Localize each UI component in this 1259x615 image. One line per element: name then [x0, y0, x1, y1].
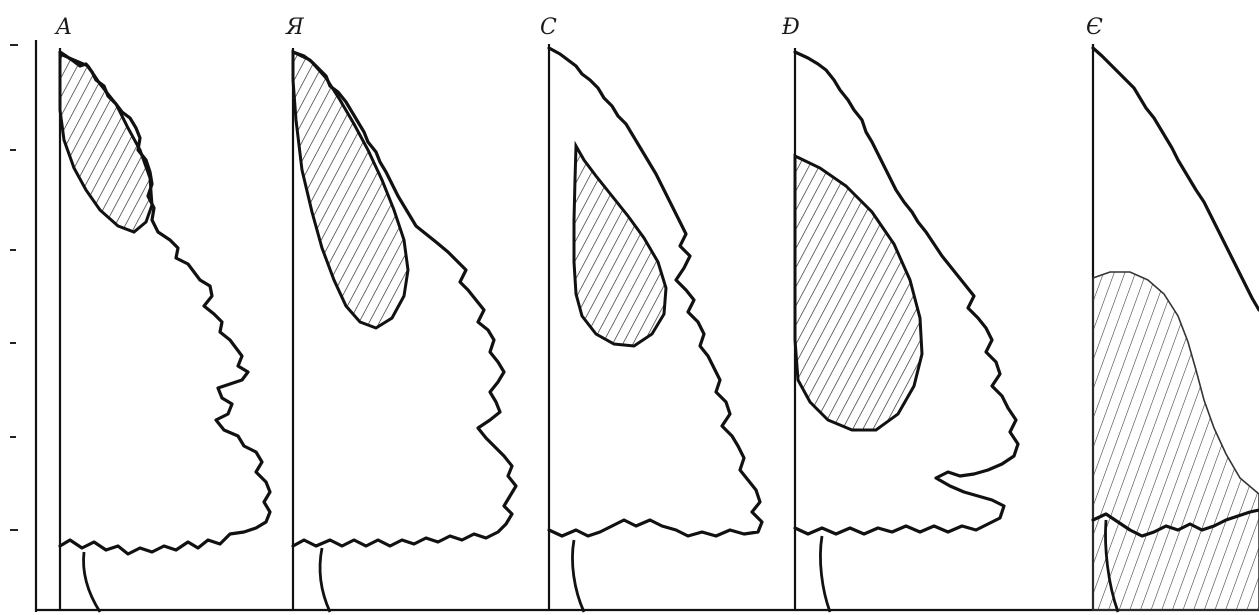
panel-c-shaded-region	[574, 146, 666, 346]
panel-e-outline	[1093, 48, 1259, 310]
panel-b-shaded-region	[293, 52, 408, 328]
panel-c: C	[540, 15, 762, 612]
panel-c-lower-curve	[572, 540, 584, 612]
panel-d-lower-curve	[820, 536, 830, 612]
scale-axis	[10, 40, 36, 612]
panel-label-e: Є	[1086, 15, 1103, 40]
panel-d-shaded-region	[795, 156, 922, 430]
panel-e: Є	[1086, 15, 1259, 612]
panel-label-b: Я	[285, 15, 305, 40]
panel-label-d: Ɖ	[781, 15, 800, 40]
panel-a: A	[54, 15, 270, 612]
panel-label-a: A	[54, 15, 72, 40]
panel-a-lower-curve	[84, 552, 100, 612]
panel-e-shaded-region	[1093, 272, 1259, 610]
panel-d: Ɖ	[781, 15, 1018, 612]
panel-b: Я	[285, 15, 516, 612]
panel-b-lower-curve	[320, 548, 330, 612]
panel-label-c: C	[540, 15, 557, 40]
